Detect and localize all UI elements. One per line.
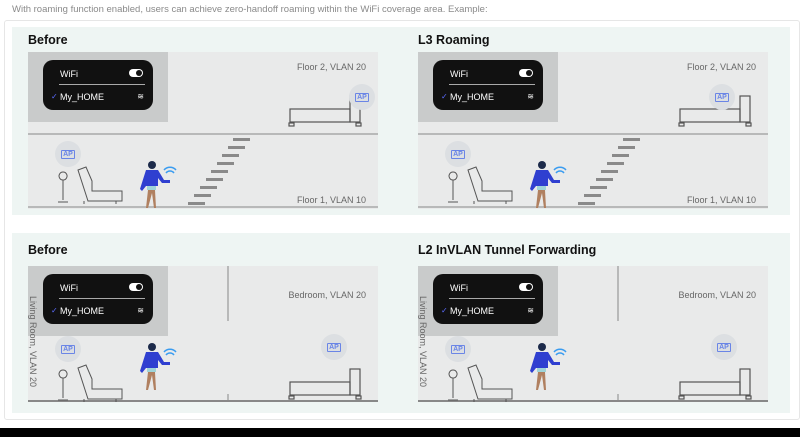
ap-icon: AP bbox=[55, 141, 81, 167]
wifi-icon: ≋ bbox=[527, 306, 534, 315]
living-room-label: Living Room, VLAN 20 bbox=[418, 296, 428, 388]
after-illustration: WiFi✓My_HOME≋ Floor 2, VLAN 20 Floor 1, … bbox=[418, 52, 768, 209]
check-icon: ✓ bbox=[441, 92, 448, 101]
ap-icon: AP bbox=[711, 334, 737, 360]
check-icon: ✓ bbox=[441, 306, 448, 315]
l2-tunnel-section: Before L2 InVLAN Tunnel Forwarding WiFi✓… bbox=[12, 233, 790, 413]
wifi-phone-card: WiFi✓My_HOME≋ bbox=[433, 60, 543, 110]
before-illustration: WiFi✓My_HOME≋ Floor 2, VLAN 20 Floor 1, … bbox=[28, 52, 378, 209]
wifi-icon: ≋ bbox=[137, 306, 144, 315]
ap-icon: AP bbox=[445, 141, 471, 167]
living-room-label: Living Room, VLAN 20 bbox=[28, 296, 38, 388]
ap-icon: AP bbox=[321, 334, 347, 360]
bedroom-label: Bedroom, VLAN 20 bbox=[678, 290, 756, 300]
intro-text: With roaming function enabled, users can… bbox=[12, 4, 488, 15]
wifi-phone-card: WiFi✓My_HOME≋ bbox=[43, 274, 153, 324]
check-icon: ✓ bbox=[51, 306, 58, 315]
before-illustration: WiFi✓My_HOME≋ Living Room, VLAN 20 Bedro… bbox=[28, 266, 378, 402]
floor1-label: Floor 1, VLAN 10 bbox=[686, 195, 756, 205]
bedroom-label: Bedroom, VLAN 20 bbox=[288, 290, 366, 300]
ap-icon: AP bbox=[349, 84, 375, 110]
after-illustration: WiFi✓My_HOME≋ Living Room, VLAN 20 Bedro… bbox=[418, 266, 768, 402]
after-title: L2 InVLAN Tunnel Forwarding bbox=[418, 243, 597, 257]
bottom-bar bbox=[0, 428, 800, 437]
wifi-phone-card: WiFi✓My_HOME≋ bbox=[43, 60, 153, 110]
ap-icon: AP bbox=[445, 336, 471, 362]
wifi-icon: ≋ bbox=[527, 92, 534, 101]
ap-icon: AP bbox=[709, 84, 735, 110]
wifi-phone-card: WiFi✓My_HOME≋ bbox=[433, 274, 543, 324]
ap-icon: AP bbox=[55, 336, 81, 362]
wifi-toggle bbox=[129, 69, 143, 77]
l3-roaming-section: Before L3 Roaming WiFi✓My_HOME≋ Floor 2,… bbox=[12, 27, 790, 215]
before-title: Before bbox=[28, 33, 68, 47]
floor2-label: Floor 2, VLAN 20 bbox=[686, 62, 756, 72]
check-icon: ✓ bbox=[51, 92, 58, 101]
after-title: L3 Roaming bbox=[418, 33, 490, 47]
floor1-label: Floor 1, VLAN 10 bbox=[296, 195, 366, 205]
wifi-icon: ≋ bbox=[137, 92, 144, 101]
floor2-label: Floor 2, VLAN 20 bbox=[296, 62, 366, 72]
before-title: Before bbox=[28, 243, 68, 257]
